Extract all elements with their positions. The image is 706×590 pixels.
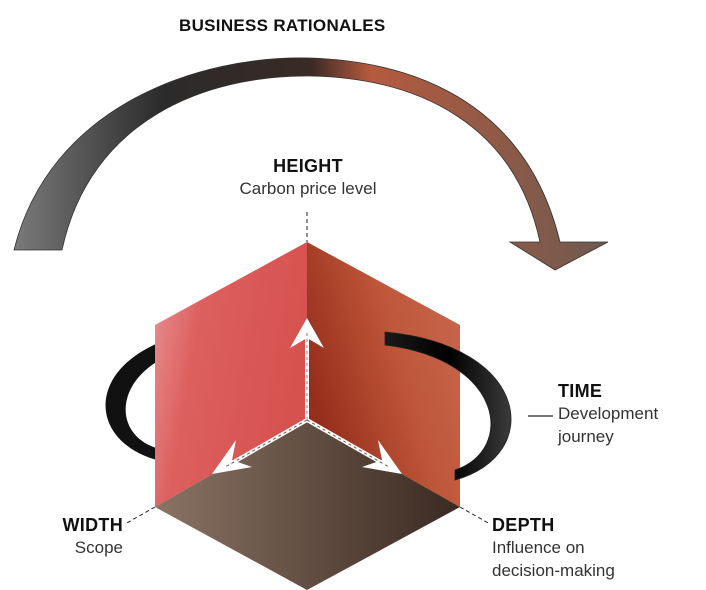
height-axis-arrow bbox=[290, 318, 324, 420]
cube-bottom-face bbox=[155, 420, 460, 590]
time-desc-line2: journey bbox=[558, 427, 614, 446]
business-rationales-arc bbox=[13, 57, 609, 271]
depth-desc-line2: decision-making bbox=[492, 561, 615, 580]
diagram-title: BUSINESS RATIONALES bbox=[179, 16, 386, 35]
time-label: TIME Development journey bbox=[558, 381, 658, 448]
width-axis-arrow bbox=[212, 418, 308, 474]
time-desc-line1: Development bbox=[558, 404, 659, 423]
height-label: HEIGHT Carbon price level bbox=[218, 156, 398, 200]
depth-heading: DEPTH bbox=[492, 515, 555, 535]
axis-arrows bbox=[212, 318, 402, 474]
depth-desc-line1: Influence on bbox=[492, 538, 585, 557]
time-ring-back bbox=[105, 315, 250, 462]
time-ring-front bbox=[384, 331, 512, 481]
width-heading: WIDTH bbox=[62, 515, 123, 535]
height-heading: HEIGHT bbox=[273, 156, 343, 176]
time-heading: TIME bbox=[558, 381, 603, 401]
depth-label: DEPTH Influence on decision-making bbox=[492, 515, 615, 582]
height-desc: Carbon price level bbox=[239, 179, 377, 198]
width-label: WIDTH Scope bbox=[50, 515, 123, 559]
width-desc: Scope bbox=[74, 538, 123, 557]
depth-axis-arrow bbox=[306, 418, 402, 474]
guide-lines bbox=[124, 212, 491, 525]
